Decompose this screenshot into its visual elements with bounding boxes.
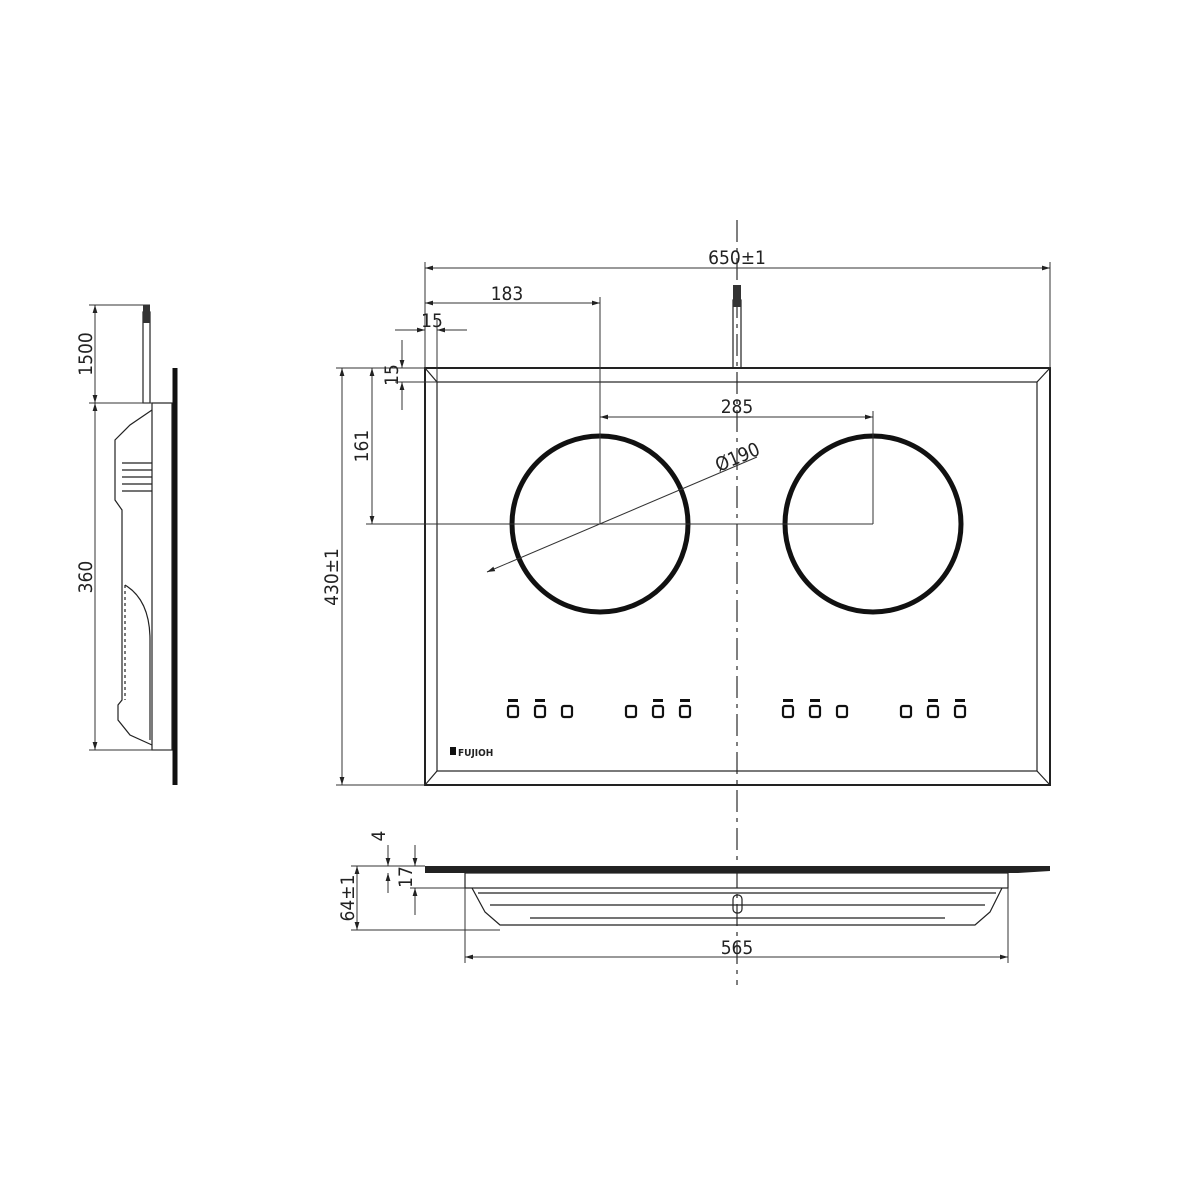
dim-zone-spacing: 285 — [721, 396, 754, 418]
front-view: 565 64±1 4 17 — [337, 831, 1050, 963]
control-button — [651, 699, 665, 719]
dim-body-step: 17 — [395, 866, 417, 888]
dim-overall-height: 64±1 — [337, 875, 359, 922]
brand-logo: FUJIOH — [450, 747, 493, 759]
power-cord — [732, 285, 742, 369]
dim-body-depth: 360 — [75, 561, 97, 594]
control-button — [808, 699, 822, 719]
control-button — [506, 699, 520, 719]
control-button — [953, 699, 967, 719]
control-button — [899, 704, 913, 719]
control-button — [533, 699, 547, 719]
dim-overall-depth: 430±1 — [321, 548, 343, 606]
dim-zone-diameter: Ø190 — [712, 438, 763, 476]
control-button — [926, 699, 940, 719]
control-panel — [506, 699, 967, 719]
dim-frame-y: 15 — [381, 364, 403, 386]
dim-overall-width: 650±1 — [708, 247, 766, 269]
dim-frame-x: 15 — [421, 310, 443, 332]
dim-body-width: 565 — [721, 937, 754, 959]
control-button — [835, 704, 849, 719]
side-view: 1500 360 — [75, 304, 178, 785]
control-button — [678, 699, 692, 719]
control-button — [781, 699, 795, 719]
dim-glass-thickness: 4 — [368, 831, 390, 842]
dim-zone-offset-x: 183 — [491, 283, 524, 305]
control-button — [560, 704, 574, 719]
svg-text:FUJIOH: FUJIOH — [458, 748, 493, 759]
dimension-lines: 650±1 183 15 15 285 Ø190 161 430±1 — [321, 247, 1051, 786]
dim-cable-length: 1500 — [75, 332, 97, 376]
control-button — [624, 704, 638, 719]
dim-zone-offset-y: 161 — [351, 430, 373, 463]
